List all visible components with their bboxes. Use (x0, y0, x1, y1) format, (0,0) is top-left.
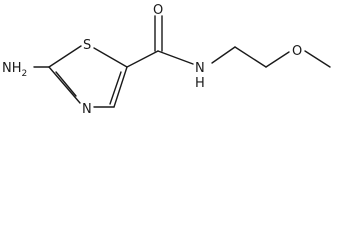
bond-carbonyl-n (157, 50, 194, 65)
atom-label-ether-oxygen: O (292, 44, 302, 59)
atom-label-nh2-subscript: 2 (22, 69, 28, 79)
bond-ch2-ch2 (234, 46, 267, 68)
atom-label-sulfur: S (83, 38, 91, 53)
bond-ch2-o (265, 51, 290, 68)
atom-label-ring-nitrogen: N (82, 102, 92, 117)
bond-n3-c2-double (55, 71, 77, 97)
chemical-structure-diagram: NH2 S N O N H O (2, 3, 331, 117)
atom-label-amide-nitrogen: N (195, 61, 205, 76)
atom-label-nh2-symbol: NH (2, 61, 22, 76)
bond-c2-s1 (48, 45, 82, 68)
bond-c5-c4 (113, 66, 128, 108)
bond-s1-c5 (93, 47, 128, 68)
atom-label-nh2: NH2 (2, 61, 27, 79)
bond-o-ch3 (304, 50, 331, 68)
bond-c5-carbonyl (126, 50, 159, 68)
bond-c5-c4-double (109, 71, 122, 105)
bond-n3-c2 (48, 66, 81, 104)
atom-label-amide-hydrogen: H (195, 76, 205, 91)
bond-n-ch2 (211, 46, 236, 64)
atom-label-carbonyl-oxygen: O (153, 3, 163, 18)
